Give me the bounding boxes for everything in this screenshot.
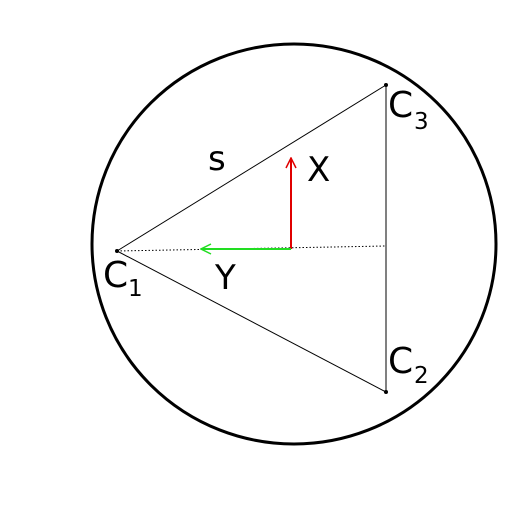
vertex-c3-label-letter: C [388,85,413,126]
median-dotted-line [116,245,387,252]
side-label-s: s [208,139,226,179]
vertex-c2-label-subscript: 2 [414,363,429,389]
vertex-c1-label-letter: C [103,255,128,296]
vertex-c3-label-subscript: 3 [414,109,429,135]
x-axis-label: X [307,150,330,190]
triangle-side-c1-c2 [116,250,387,393]
outer-circle [90,42,498,446]
vertex-c1-label-subscript: 1 [128,276,143,302]
vertex-c2-label-letter: C [388,341,413,382]
vertex-c2-dot [384,390,388,394]
vertex-c3-dot [384,83,388,87]
vertex-c1-dot [115,249,119,253]
triangle-side-c1-c3 [116,84,387,252]
y-axis-label: Y [214,258,236,298]
